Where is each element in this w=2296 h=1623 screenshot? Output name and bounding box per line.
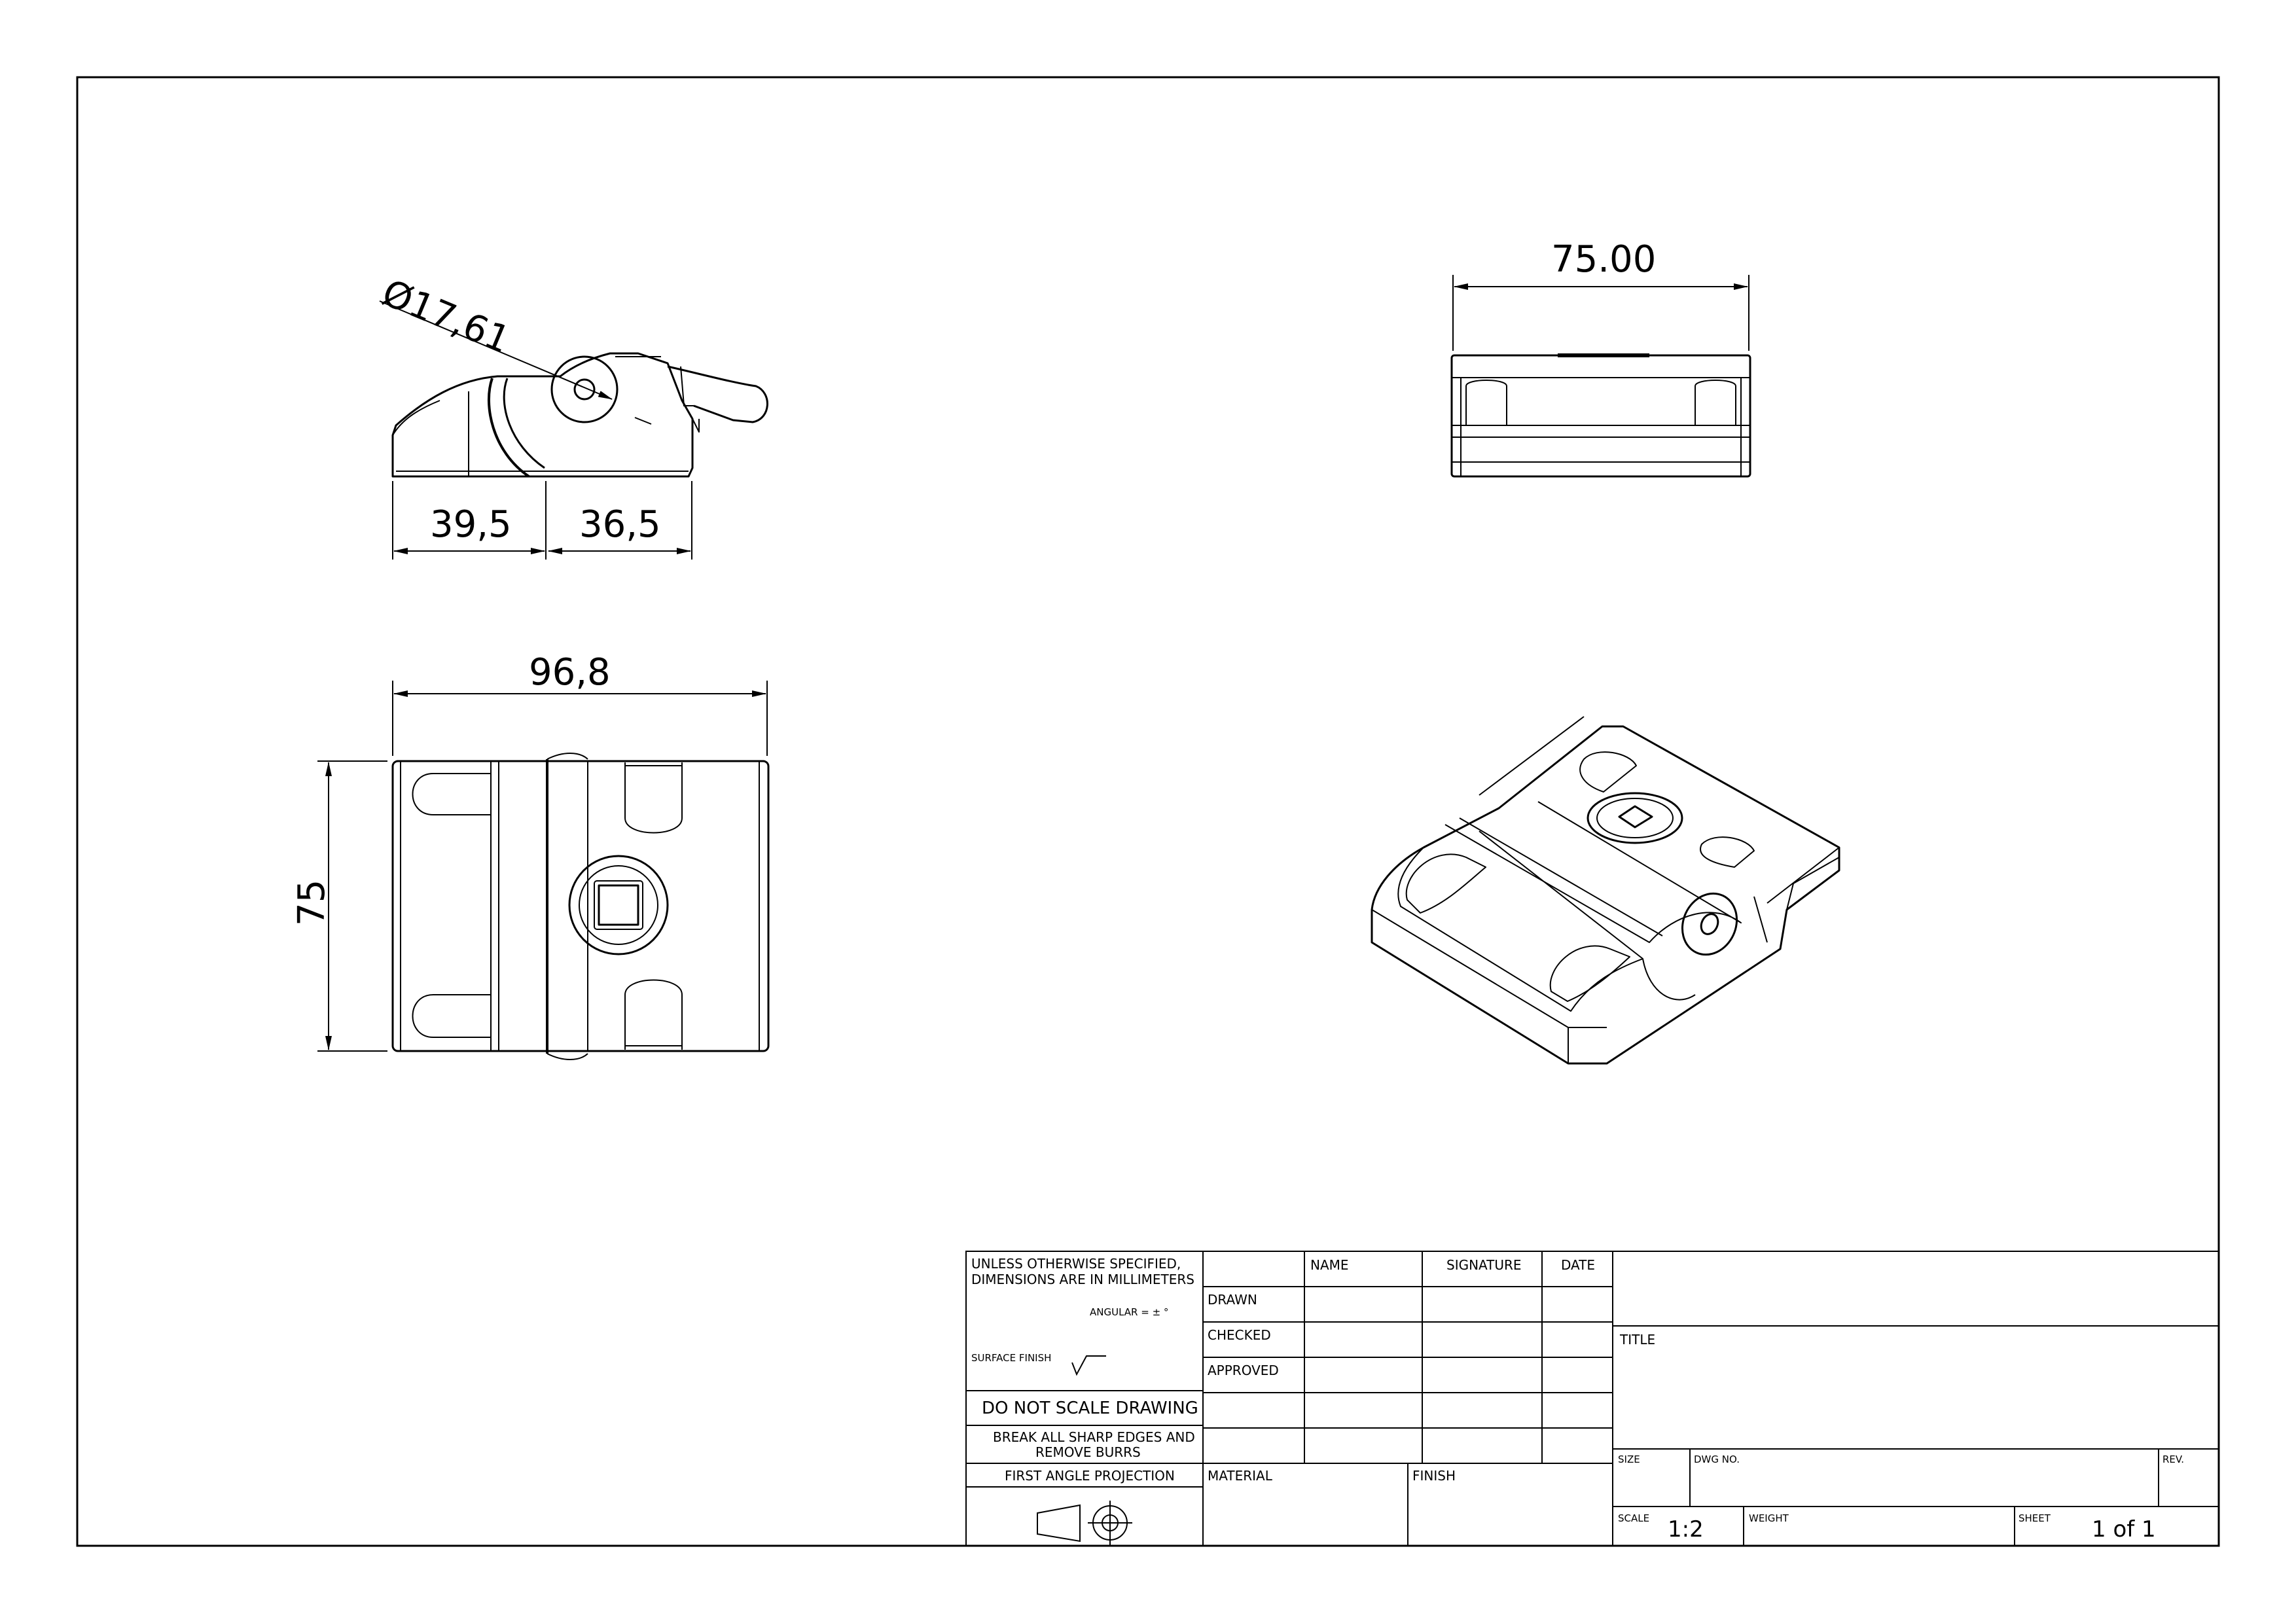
width-dimension <box>1452 275 1749 351</box>
length-dimensions <box>392 481 692 560</box>
scale-label: SCALE <box>1618 1512 1649 1524</box>
dim-right-length: 36,5 <box>579 503 661 546</box>
top-view <box>391 753 770 1060</box>
row-approved: APPROVED <box>1208 1363 1279 1378</box>
sheet-label: SHEET <box>2018 1512 2051 1524</box>
scale-value: 1:2 <box>1668 1516 1704 1543</box>
row-drawn: DRAWN <box>1208 1292 1257 1308</box>
dim-top-width: 75.00 <box>1551 238 1656 281</box>
note-unless-line1: UNLESS OTHERWISE SPECIFIED, <box>971 1256 1181 1272</box>
diameter-label: Ø17,61 <box>376 272 516 362</box>
title-block <box>965 1251 2219 1546</box>
title-label: TITLE <box>1619 1332 1655 1347</box>
header-date: DATE <box>1561 1257 1595 1273</box>
material-label: MATERIAL <box>1208 1468 1273 1484</box>
note-angular: ANGULAR = ± ° <box>1090 1306 1168 1318</box>
row-checked: CHECKED <box>1208 1327 1271 1343</box>
first-angle-projection-icon <box>1037 1501 1132 1545</box>
weight-label: WEIGHT <box>1749 1512 1789 1524</box>
note-do-not-scale: DO NOT SCALE DRAWING <box>982 1399 1198 1418</box>
diameter-dimension: Ø17,61 <box>376 272 652 425</box>
header-signature: SIGNATURE <box>1446 1257 1522 1273</box>
sheet-value: 1 of 1 <box>2092 1516 2156 1543</box>
note-unless-line2: DIMENSIONS ARE IN MILLIMETERS <box>971 1272 1194 1287</box>
front-view <box>1450 353 1751 478</box>
note-projection: FIRST ANGLE PROJECTION <box>1005 1468 1175 1484</box>
rev-label: REV. <box>2162 1454 2184 1465</box>
dwg-no-label: DWG NO. <box>1694 1454 1740 1465</box>
header-name: NAME <box>1310 1257 1349 1273</box>
note-break-edges-line1: BREAK ALL SHARP EDGES AND <box>993 1429 1195 1445</box>
surface-finish-icon <box>1071 1355 1106 1376</box>
size-label: SIZE <box>1618 1454 1640 1465</box>
side-view <box>391 352 768 478</box>
dim-left-length: 39,5 <box>430 503 512 546</box>
note-surface-finish: SURFACE FINISH <box>971 1352 1051 1364</box>
dim-height: 75 <box>291 880 333 926</box>
finish-label: FINISH <box>1412 1468 1456 1484</box>
height-dimension <box>317 760 387 1052</box>
note-break-edges-line2: REMOVE BURRS <box>1035 1444 1141 1460</box>
overall-length-dimension <box>392 681 768 756</box>
dim-overall-length: 96,8 <box>529 651 611 694</box>
isometric-view <box>1371 716 1840 1065</box>
